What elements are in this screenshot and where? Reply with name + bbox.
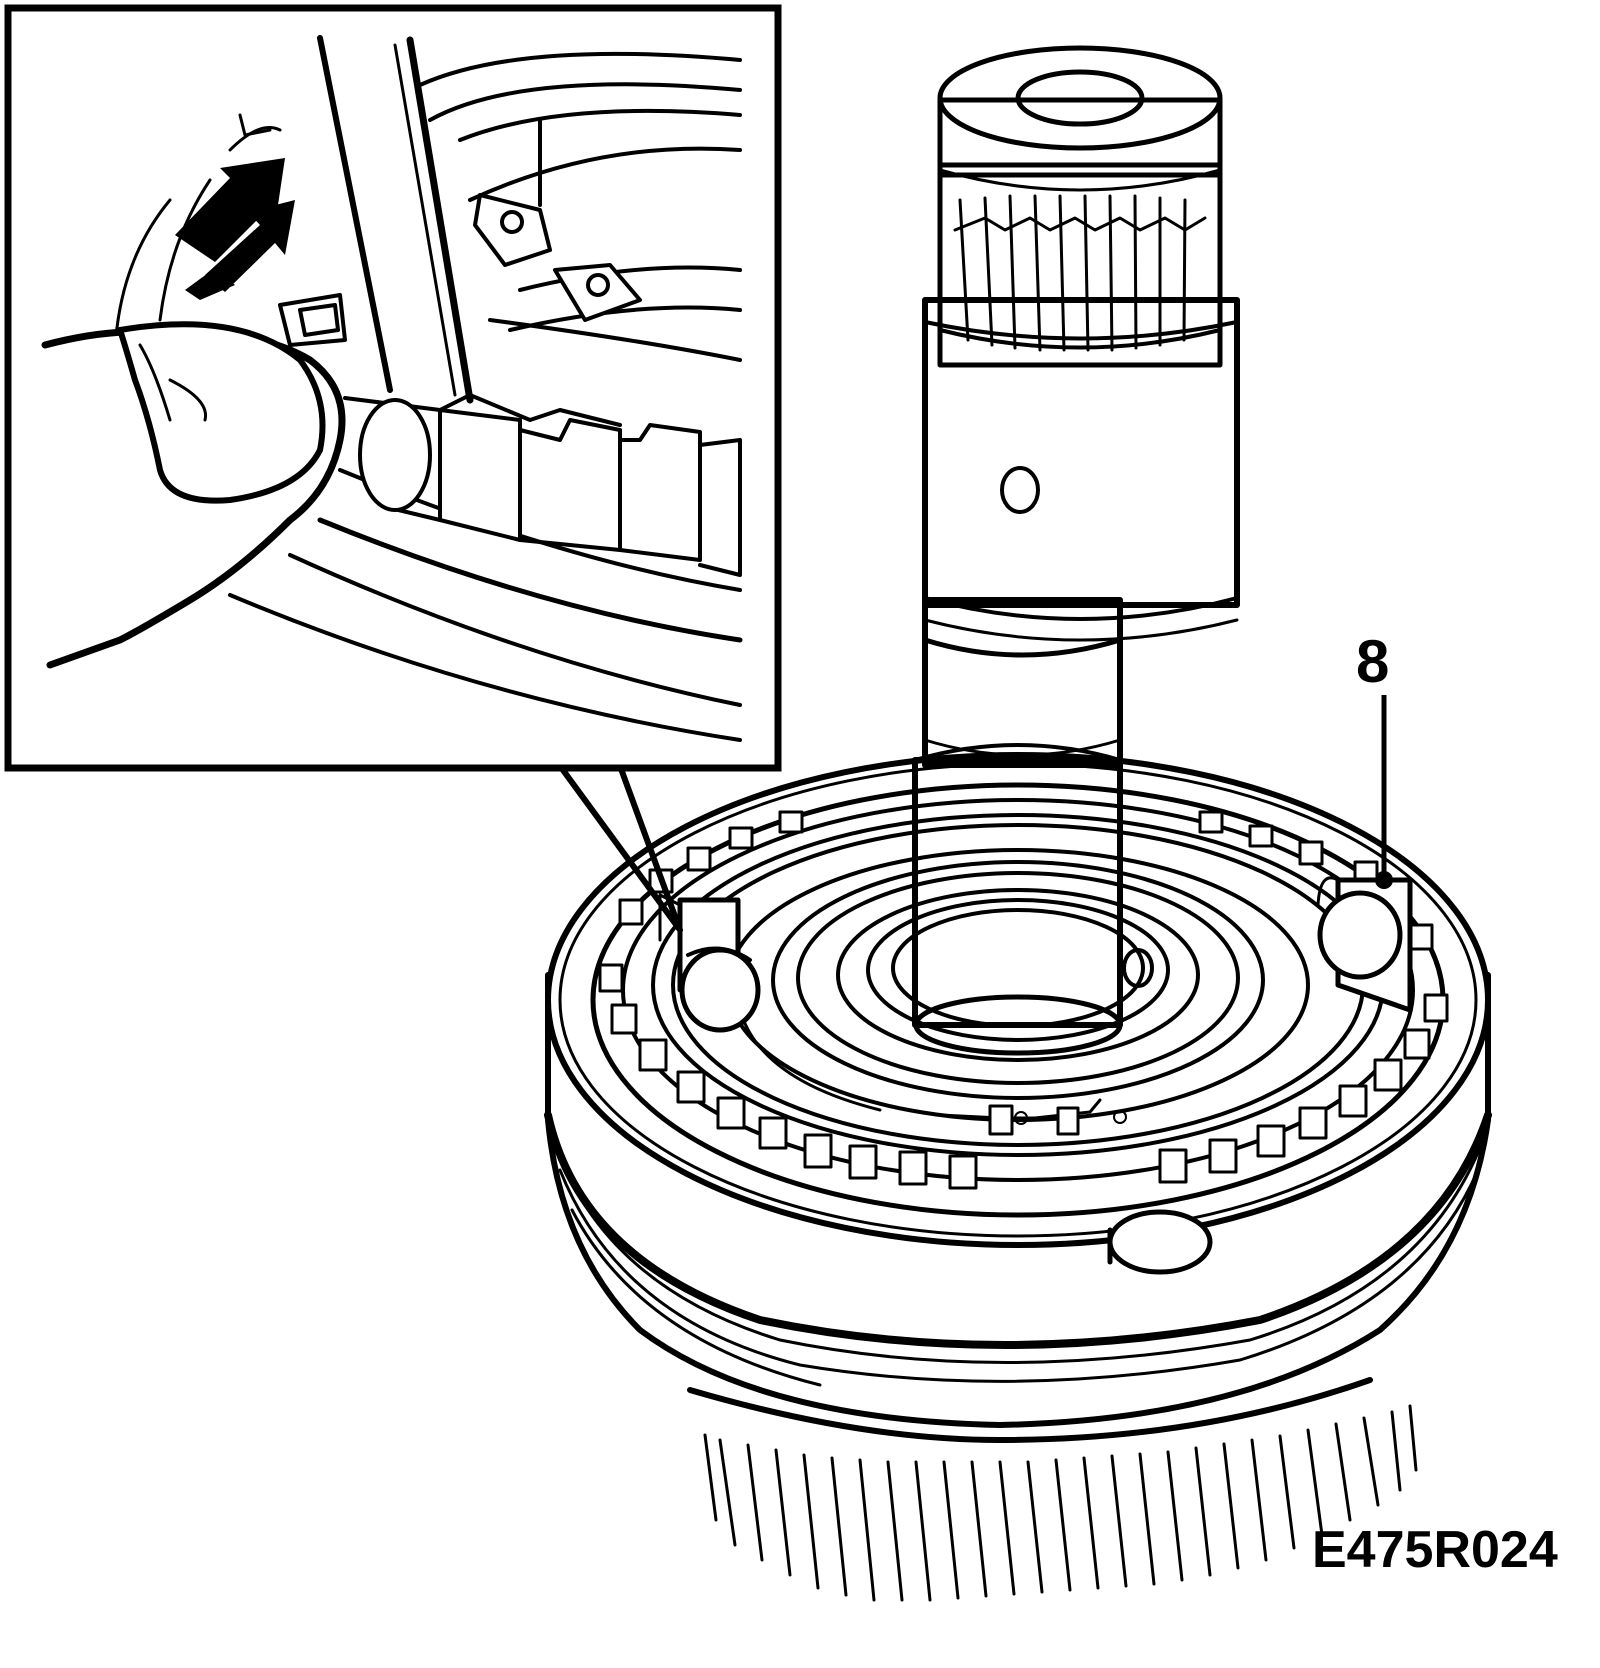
synchro-strut-bottom	[1107, 1209, 1213, 1275]
detail-inset	[4, 4, 782, 933]
synchro-strut-left	[658, 893, 761, 1033]
shaft-oil-hole-upper	[1000, 466, 1040, 514]
mainshaft	[912, 45, 1240, 1056]
synchro-strut-right	[1316, 876, 1413, 1013]
shaft-middle	[922, 597, 1123, 768]
callout-leader-dot	[1375, 871, 1393, 889]
item-number-label: 8	[1356, 628, 1390, 695]
shaft-splines	[937, 162, 1223, 368]
shaft-upper	[922, 297, 1240, 608]
sleeve-groove	[544, 1111, 1492, 1349]
shaft-center-bore	[1015, 69, 1145, 127]
sleeve-body	[545, 972, 1491, 1428]
shaft-oil-hole-lower	[1122, 948, 1154, 988]
shaft-lower	[912, 757, 1123, 1028]
double-arrow-icon	[175, 158, 295, 300]
figure-code-label: E475R024	[1312, 1521, 1558, 1579]
inset-pointer	[557, 763, 683, 933]
shaft-top-face	[937, 45, 1223, 151]
inset-content	[41, 35, 743, 742]
helical-gear-teeth	[703, 1404, 1418, 1602]
synchronizer-assembly	[544, 45, 1492, 1602]
